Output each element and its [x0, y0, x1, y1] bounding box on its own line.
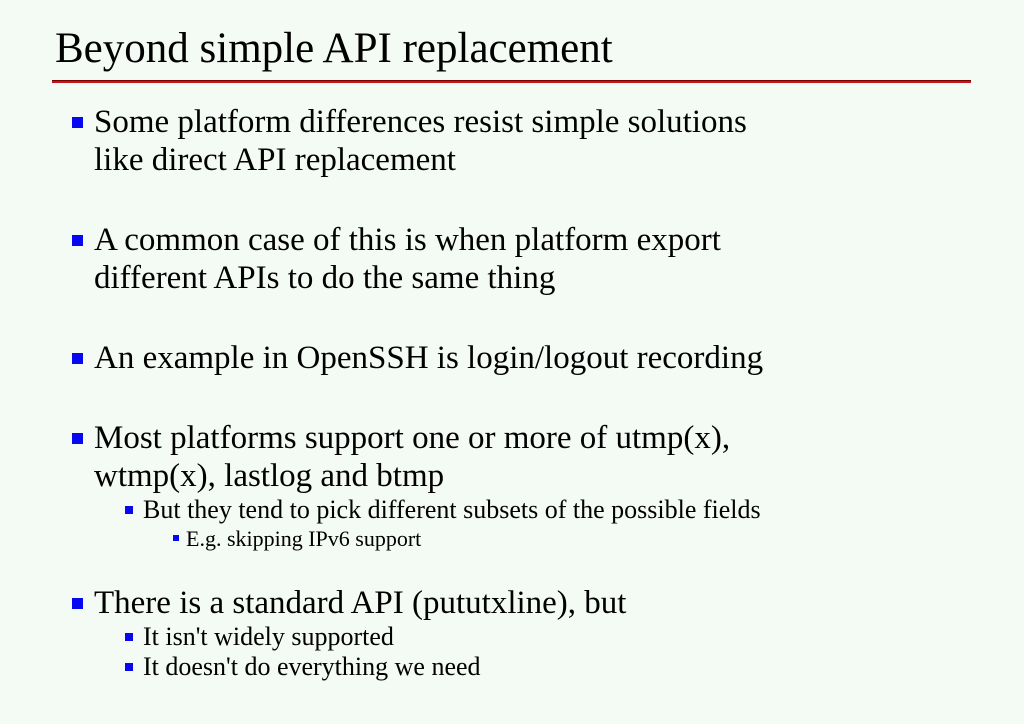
bullet-item-level-2: It isn't widely supported: [125, 622, 952, 652]
bullet-item-level-1: An example in OpenSSH is login/logout re…: [72, 339, 952, 377]
bullet-text: Some platform differences resist simple …: [94, 104, 747, 178]
bullet-square-icon: [72, 117, 83, 128]
bullet-item-level-1: There is a standard API (pututxline), bu…: [72, 584, 952, 622]
title-underline-rule: [52, 80, 971, 83]
bullet-square-icon: [72, 235, 83, 246]
bullet-square-icon: [72, 598, 83, 609]
bullet-square-icon: [125, 633, 133, 641]
slide-title: Beyond simple API replacement: [55, 25, 613, 72]
bullet-text: But they tend to pick different subsets …: [143, 495, 761, 524]
bullet-group: There is a standard API (pututxline), bu…: [72, 584, 952, 682]
bullet-item-level-2: It doesn't do everything we need: [125, 652, 952, 682]
bullet-group: Most platforms support one or more of ut…: [72, 419, 952, 552]
bullet-text: It isn't widely supported: [143, 622, 394, 651]
bullet-text: A common case of this is when platform e…: [94, 222, 721, 296]
bullet-group: An example in OpenSSH is login/logout re…: [72, 339, 952, 377]
bullet-text: E.g. skipping IPv6 support: [186, 526, 422, 551]
bullet-group: Some platform differences resist simple …: [72, 103, 952, 179]
bullet-text: It doesn't do everything we need: [143, 652, 481, 681]
bullet-list: Some platform differences resist simple …: [72, 103, 952, 682]
bullet-square-icon: [125, 506, 133, 514]
bullet-text: An example in OpenSSH is login/logout re…: [94, 340, 764, 376]
bullet-item-level-1: Most platforms support one or more of ut…: [72, 419, 952, 495]
bullet-square-icon: [125, 663, 133, 671]
bullet-group: A common case of this is when platform e…: [72, 221, 952, 297]
bullet-square-icon: [72, 433, 83, 444]
bullet-square-icon: [72, 353, 83, 364]
bullet-item-level-2: But they tend to pick different subsets …: [125, 495, 952, 525]
bullet-item-level-3: E.g. skipping IPv6 support: [173, 525, 952, 552]
bullet-text: Most platforms support one or more of ut…: [94, 420, 731, 494]
bullet-item-level-1: Some platform differences resist simple …: [72, 103, 952, 179]
bullet-text: There is a standard API (pututxline), bu…: [94, 585, 627, 621]
bullet-item-level-1: A common case of this is when platform e…: [72, 221, 952, 297]
bullet-square-icon: [173, 535, 179, 541]
